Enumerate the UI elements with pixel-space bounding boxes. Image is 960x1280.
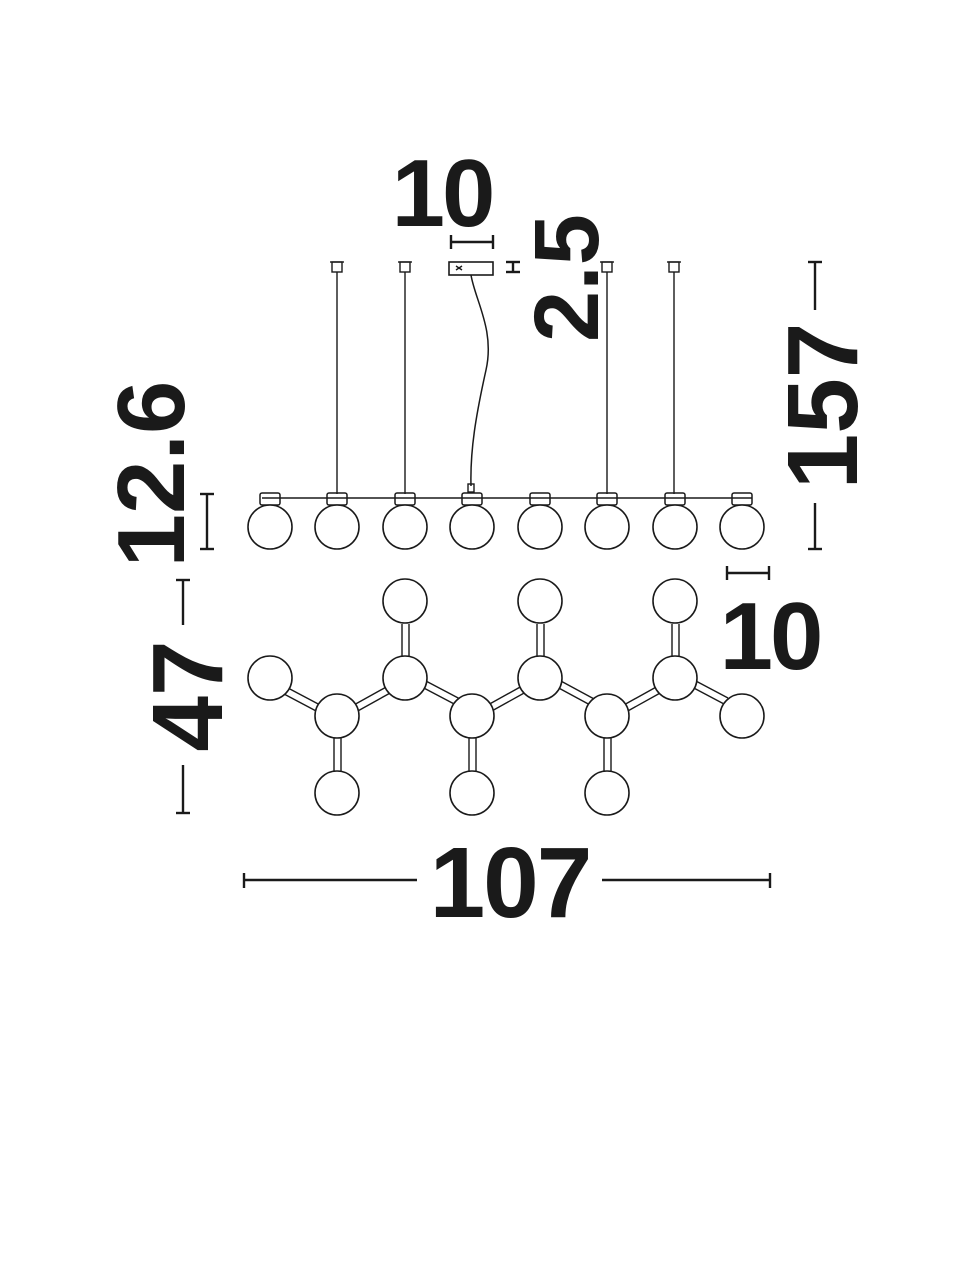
canopy [448, 261, 494, 276]
globe-diameter-label: 10 [720, 583, 821, 690]
power-cord [470, 274, 490, 487]
side-view [247, 261, 765, 550]
suspension-cables [336, 272, 675, 494]
top-view [247, 578, 765, 816]
body-height-label: 12.6 [98, 381, 205, 568]
canopy-height-label: 2.5 [516, 214, 618, 342]
top-globes [247, 578, 765, 816]
dimension-lines [176, 235, 822, 888]
canopy-width-label: 10 [392, 140, 493, 247]
width-label: 107 [430, 827, 591, 939]
total-height-label: 157 [767, 323, 879, 490]
depth-label: 47 [132, 640, 244, 751]
cable-anchors [330, 261, 681, 273]
sockets [259, 492, 753, 506]
side-globes [247, 504, 765, 550]
arms [283, 624, 729, 772]
